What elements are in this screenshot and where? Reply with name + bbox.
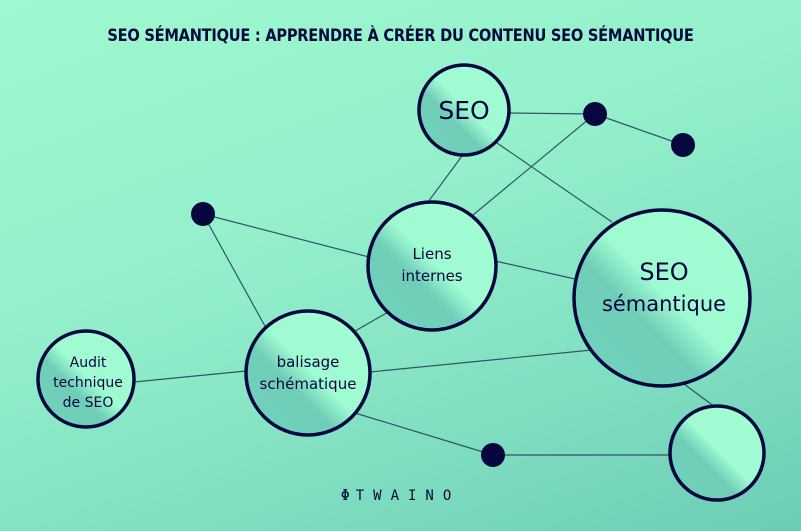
node-balisage-line1: balisage	[277, 353, 340, 371]
dot-bottom	[481, 443, 505, 467]
edge-seo-dot1	[508, 112, 596, 115]
edge-balisage-audit	[133, 370, 247, 383]
node-liens-internes: Liens internes	[366, 200, 498, 332]
node-audit-line3: de SEO	[63, 395, 114, 411]
edge-dot1-liens	[472, 113, 596, 216]
dot-top-2	[671, 133, 695, 157]
node-empty	[668, 404, 766, 502]
node-semantique-line2: sémantique	[602, 292, 726, 316]
edge-dotleft-liens	[202, 213, 370, 258]
node-audit-line2: technique	[53, 375, 123, 391]
dots	[191, 102, 695, 467]
node-seo: SEO	[417, 63, 511, 157]
node-seo-semantique: SEO sémantique	[572, 208, 752, 388]
node-balisage-line2: schématique	[260, 375, 357, 393]
edge-seo-liens	[427, 155, 463, 203]
edge-dotleft-balisage	[202, 213, 267, 329]
edge-dot1-dot2	[594, 113, 684, 146]
edge-balisage-dotbottom	[354, 412, 494, 456]
edge-liens-balisage	[349, 310, 391, 335]
node-balisage-schematique: balisage schématique	[244, 309, 372, 437]
dot-left	[191, 202, 215, 226]
leaf-icon: Φ	[340, 486, 350, 504]
edge-liens-semantique	[494, 260, 576, 280]
dot-top-1	[583, 102, 607, 126]
edge-seo-semantique	[496, 142, 613, 223]
node-liens-line2: internes	[401, 267, 462, 285]
edges	[133, 112, 716, 456]
node-audit-line1: Audit	[70, 355, 107, 371]
node-seo-label: SEO	[438, 96, 489, 125]
page-title: SEO SÉMANTIQUE : APPRENDRE À CRÉER DU CO…	[107, 26, 694, 46]
edge-balisage-semantique	[369, 349, 593, 373]
logo-text: TWAINO	[355, 488, 461, 504]
edge-semantique-empty	[683, 383, 716, 408]
twaino-logo: Φ TWAINO	[0, 486, 801, 504]
node-liens-line1: Liens	[412, 245, 451, 263]
node-audit-technique: Audit technique de SEO	[36, 329, 136, 429]
node-semantique-line1: SEO	[639, 258, 688, 286]
